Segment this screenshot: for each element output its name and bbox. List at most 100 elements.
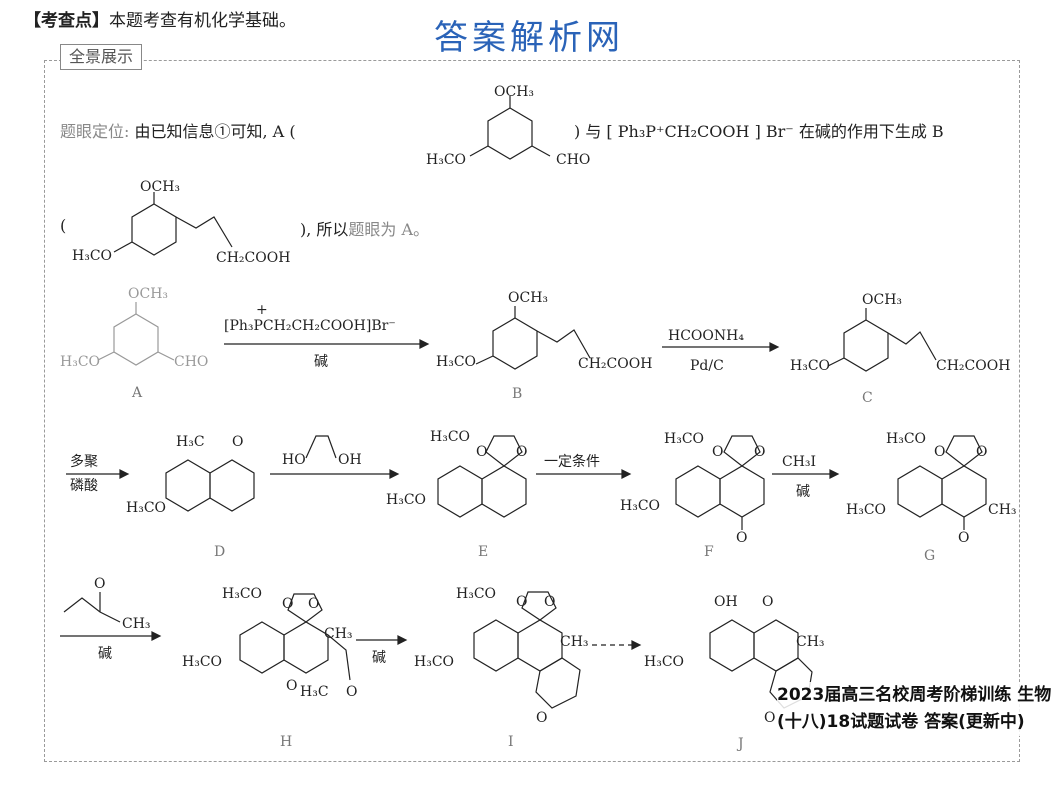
reagent-1-plus: +: [256, 302, 268, 318]
label-c: C: [862, 390, 873, 406]
reagent-4-right: OH: [338, 452, 362, 468]
reagent-6-top: CH₃I: [782, 454, 816, 470]
b-h3co: H₃CO: [436, 354, 476, 370]
analysis-text: 由已知信息①可知, A (: [134, 122, 296, 141]
header-line: 【考查点】本题考查有机化学基础。: [24, 6, 296, 31]
g-h3co-top: H₃CO: [886, 431, 926, 447]
b-inline-h3co: H₃CO: [72, 248, 112, 264]
label-b: B: [512, 386, 522, 402]
g-o-right: O: [976, 444, 987, 460]
analysis-line-1-cont: ) 与 [ Ph₃P⁺CH₂COOH ] Br⁻ 在碱的作用下生成 B: [574, 122, 944, 141]
j-o-bottom: O: [764, 710, 775, 726]
j-o-top: O: [762, 594, 773, 610]
label-i: I: [508, 734, 514, 750]
i-o-bottom: O: [536, 710, 547, 726]
reagent-5-top: 一定条件: [544, 453, 600, 470]
d-h3co: H₃CO: [126, 500, 166, 516]
f-o-right: O: [754, 444, 765, 460]
g-h3co: H₃CO: [846, 502, 886, 518]
reagent-7-ch3: CH₃: [122, 616, 151, 632]
reagent-6-bottom: 碱: [796, 484, 810, 500]
c-ch2cooh: CH₂COOH: [936, 358, 1010, 374]
j-ch3: CH₃: [796, 634, 825, 650]
analysis-line-2: ), 所以题眼为 A。: [300, 216, 429, 240]
footer-caption: 2023届高三名校周考阶梯训练 生物(十八)18试题试卷 答案(更新中): [777, 682, 1062, 736]
analysis-line-2-open: (: [60, 216, 67, 235]
h-o-side: O: [346, 684, 357, 700]
d-h3c: H₃C: [176, 434, 205, 450]
label-h: H: [280, 734, 292, 750]
ring-i: [473, 619, 519, 672]
reagent-3-bottom: 磷酸: [70, 478, 98, 494]
e-h3co-top: H₃CO: [430, 429, 470, 445]
line2-close: ), 所以: [300, 220, 349, 239]
h-o-left: O: [282, 596, 293, 612]
b-inline-och3: OCH₃: [140, 179, 180, 195]
reagent-7-bottom: 碱: [98, 646, 112, 662]
g-o-left: O: [934, 444, 945, 460]
analysis-label: 题眼定位:: [60, 122, 130, 141]
f-o-left: O: [712, 444, 723, 460]
label-j: J: [736, 736, 744, 752]
label-f: F: [704, 544, 714, 560]
label-g: G: [924, 548, 935, 564]
reagent-2-top: HCOONH₄: [668, 328, 744, 344]
a-inline-h3co: H₃CO: [426, 152, 466, 168]
analysis-line-1: 题眼定位: 由已知信息①可知, A (: [60, 118, 296, 142]
label-e: E: [478, 544, 488, 560]
ring-h: [239, 621, 285, 674]
ring-g: [897, 465, 943, 518]
f-o-bottom: O: [736, 530, 747, 546]
a-inline-cho: CHO: [556, 152, 590, 168]
line2-tail: 题眼为 A。: [348, 220, 430, 239]
e-o-left: O: [476, 444, 487, 460]
e-o-right: O: [516, 444, 527, 460]
e-h3co: H₃CO: [386, 492, 426, 508]
watermark-title: 答案解析网: [434, 18, 624, 58]
a-och3: OCH₃: [128, 286, 168, 302]
reagent-8-bottom: 碱: [372, 650, 386, 666]
g-o-bottom: O: [958, 530, 969, 546]
c-h3co: H₃CO: [790, 358, 830, 374]
h-o-bottom: O: [286, 678, 297, 694]
c-och3: OCH₃: [862, 292, 902, 308]
reagent-1-top: [Ph₃PCH₂CH₂COOH]Br⁻: [224, 318, 396, 334]
header-text: 本题考查有机化学基础。: [109, 11, 296, 31]
j-oh: OH: [714, 594, 738, 610]
b-och3: OCH₃: [508, 290, 548, 306]
f-h3co: H₃CO: [620, 498, 660, 514]
ring-c: [843, 319, 889, 372]
a-h3co: H₃CO: [60, 354, 100, 370]
i-o-left: O: [516, 594, 527, 610]
content-frame: [44, 60, 1020, 762]
label-d: D: [214, 544, 225, 560]
a-cho: CHO: [174, 354, 208, 370]
ring-a-inline: [487, 107, 533, 160]
reagent-7-o: O: [94, 576, 105, 592]
b-inline-ch2cooh: CH₂COOH: [216, 250, 290, 266]
ring-e: [437, 465, 483, 518]
ring-d2: [209, 459, 255, 512]
i-ch3: CH₃: [560, 634, 589, 650]
g-ch3: CH₃: [988, 502, 1017, 518]
f-h3co-top: H₃CO: [664, 431, 704, 447]
i-o-right: O: [544, 594, 555, 610]
a-inline-och3: OCH₃: [494, 84, 534, 100]
h-ch3: CH₃: [324, 626, 353, 642]
ring-b: [492, 317, 538, 370]
d-o: O: [232, 434, 243, 450]
j-h3co: H₃CO: [644, 654, 684, 670]
header-tag: 【考查点】: [24, 11, 109, 31]
reagent-2-bottom: Pd/C: [690, 358, 724, 374]
ring-f: [675, 465, 721, 518]
ring-b-inline: [131, 203, 177, 256]
label-a: A: [131, 385, 143, 401]
i-h3co-top: H₃CO: [456, 586, 496, 602]
section-tag: 全景展示: [60, 44, 143, 70]
ring-d: [165, 459, 211, 512]
h-h3co: H₃CO: [182, 654, 222, 670]
reagent-4-left: HO: [282, 452, 306, 468]
b-ch2cooh: CH₂COOH: [578, 356, 652, 372]
h-h3c: H₃C: [300, 684, 329, 700]
